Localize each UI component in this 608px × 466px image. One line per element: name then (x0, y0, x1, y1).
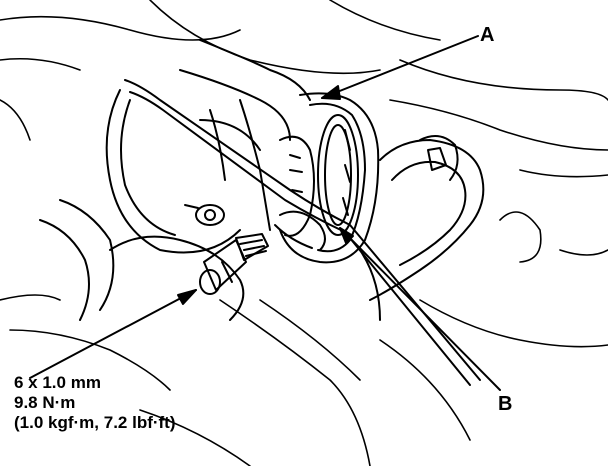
manifold-housing (39, 89, 261, 321)
bolt-size: 6 x 1.0 mm (14, 373, 101, 392)
bolt-icon (199, 233, 269, 295)
leader-lines (29, 35, 501, 391)
callout-a-label: A (480, 24, 495, 46)
grommet-bracket (279, 92, 380, 264)
leader-b (339, 227, 501, 391)
pipe-b (124, 79, 481, 386)
callout-b-label: B (498, 393, 513, 415)
arrowhead-a (321, 85, 341, 100)
arrowhead-bolt (177, 289, 197, 305)
arrowhead-b (339, 227, 354, 244)
leader-bolt (29, 289, 197, 379)
hose-left (179, 39, 311, 231)
torque-nm: 9.8 N·m (14, 393, 76, 412)
torque-alt: (1.0 kgf·m, 7.2 lbf·ft) (14, 413, 176, 432)
leader-a (321, 35, 479, 99)
torque-spec: 6 x 1.0 mm 9.8 N·m (1.0 kgf·m, 7.2 lbf·f… (14, 373, 176, 433)
